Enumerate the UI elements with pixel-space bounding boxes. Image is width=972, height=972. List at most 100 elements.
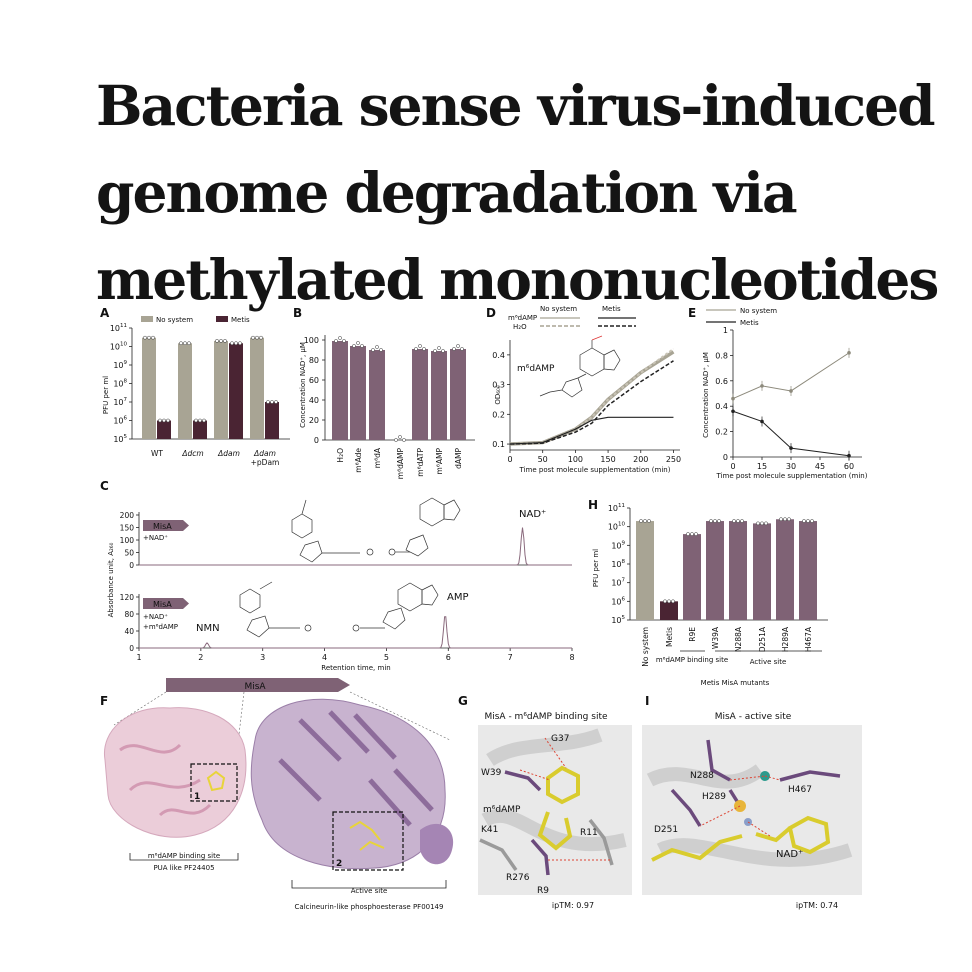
panel-h-bar-6 [776, 519, 794, 620]
bracket-active-site [291, 880, 447, 889]
panel-b-xlabel-2: m⁶dA [373, 447, 382, 468]
panel-b-y-tick-label-4: 20 [309, 416, 319, 425]
binding-residues-icon [479, 770, 614, 876]
panel-e-point-0-1 [760, 384, 764, 388]
panel-h-y-tick-label-4: 107 [611, 578, 625, 588]
panel-c-top-y-tick-label-4: 0 [129, 561, 134, 570]
panel-b-xlabel-6: dAMP [454, 448, 463, 469]
panel-h-xlabel-2: R9E [688, 627, 697, 642]
panel-d: D No system Metis m⁶dAMP H₂O OD₆₀₀ 0.40.… [486, 305, 681, 474]
panel-h-point-4-1 [736, 519, 740, 523]
panel-h-bar-3 [706, 521, 724, 620]
panel-a-point-1-3-0 [266, 400, 270, 404]
panel-f: F MisA 1 2 m⁶dAMP binding site PUA like … [100, 678, 454, 911]
panel-b-point-5-2 [441, 349, 445, 353]
panel-h-y-tick-label-1: 1010 [608, 522, 626, 532]
panel-c-x-tick-label-0: 1 [136, 653, 141, 662]
panel-g-label: G [458, 694, 468, 708]
panel-a-point-0-2-2 [223, 339, 227, 343]
misa-tag-top-label: MisA [153, 522, 172, 531]
panel-h-point-0-0 [639, 519, 643, 523]
panel-a-bar-no-system-1 [178, 343, 192, 439]
panel-a-y-tick-label-0: 1011 [110, 323, 127, 333]
panel-a-x-labels: WT Δdcm Δdam Δdam +pDam [151, 449, 279, 467]
panel-b-point-6-2 [460, 347, 464, 351]
panel-e-y-tick-label-0: 1 [723, 326, 728, 335]
panel-c-bottom-y-tick-label-3: 0 [129, 644, 134, 653]
panel-b-y-tick-label-1: 80 [309, 356, 319, 365]
amp-nmn-structure-icon [239, 581, 439, 638]
panel-d-label: D [486, 306, 496, 320]
misa-domain-bar [166, 678, 350, 692]
panel-h-point-6-1 [783, 517, 787, 522]
coordination-bonds [699, 775, 781, 837]
panel-b-point-4-0 [414, 347, 418, 351]
panel-e: E No system Metis Concentration NAD⁺, µM… [688, 306, 868, 480]
panel-a-xlabel-dam-2: Δdam [253, 449, 276, 458]
phosphoesterase-helix [420, 823, 454, 865]
panel-a-bars [142, 335, 279, 439]
panel-d-x-tick-label-4: 200 [633, 455, 648, 464]
panel-b-point-0-1 [338, 336, 342, 340]
panel-e-point-0-2 [789, 389, 793, 393]
panel-e-y-tick-label-4: 0.2 [715, 428, 728, 437]
site-box-binding [190, 763, 238, 802]
panel-a-y-tick-label-1: 1010 [110, 342, 128, 352]
panel-e-point-1-0 [731, 409, 735, 414]
panel-e-x-tick-label-0: 0 [730, 462, 735, 471]
panel-a-point-1-2-2 [238, 341, 242, 346]
panel-c-x-tick-label-2: 3 [260, 653, 265, 662]
panel-a-point-0-0-2 [151, 335, 155, 340]
panel-b-ylabel: Concentration NAD⁺, µM [299, 342, 307, 428]
panel-e-xlabel: Time post molecule supplementation (min) [716, 472, 868, 480]
misa-tag-bottom-label: MisA [153, 600, 172, 609]
panel-h-group-active: Active site [750, 658, 787, 666]
legend-swatch-metis [216, 316, 228, 322]
panel-c-bottom-y-tick-label-1: 80 [124, 610, 134, 619]
headline-line-3: methylated mononucleotides [96, 247, 939, 312]
panel-h-point-6-2 [787, 517, 791, 522]
panel-d-xlabel: Time post molecule supplementation (min) [519, 466, 671, 474]
panel-h-point-6-0 [779, 517, 783, 522]
panel-a-point-1-3-2 [274, 400, 278, 404]
panel-a-legend-metis: Metis [231, 316, 250, 324]
panel-b-point-0-0 [334, 339, 338, 343]
panel-g-iptm: ipTM: 0.97 [552, 901, 594, 910]
panel-a-point-1-2-1 [234, 341, 238, 346]
panel-a-point-0-3-0 [251, 335, 255, 340]
panel-h-y-tick-label-5: 106 [611, 596, 625, 606]
panel-h-point-4-2 [740, 519, 744, 523]
panel-b-point-5-0 [433, 349, 437, 353]
panel-a-point-0-1-1 [183, 341, 187, 346]
ligand-m6damp: m⁶dAMP [483, 805, 521, 815]
panel-h-xlabel-0: No system [641, 627, 650, 667]
binding-site-backbone [481, 728, 627, 852]
panel-d-x-tick-label-2: 100 [568, 455, 583, 464]
panel-a-bar-metis-3 [265, 402, 279, 439]
panel-c-label: C [100, 479, 109, 493]
panel-d-legend-col-no-system: No system [540, 305, 577, 313]
panel-a-point-1-2-0 [230, 341, 234, 346]
panel-b-bars [332, 336, 466, 442]
panel-b-point-4-1 [418, 344, 422, 348]
residue-h467: H467 [788, 785, 812, 795]
panel-e-y-tick-label-1: 0.8 [715, 351, 728, 360]
panel-d-x-tick-label-3: 150 [600, 455, 615, 464]
panel-a-point-0-2-0 [215, 339, 219, 343]
panel-a-point-0-0-0 [143, 335, 147, 340]
panel-a-point-0-1-2 [187, 341, 191, 346]
panel-a-point-1-1-1 [198, 418, 202, 423]
panel-e-y-ticks: 10.80.60.40.20 [715, 326, 733, 462]
panel-a-point-1-1-2 [202, 418, 206, 423]
panel-h-point-3-2 [717, 519, 721, 523]
panel-h-group-binding: m⁶dAMP binding site [656, 656, 728, 664]
panel-a-label: A [100, 306, 110, 320]
nad-structure-icon [291, 497, 461, 563]
site-box-active [332, 811, 404, 871]
panel-b-xlabel-0: H₂O [336, 448, 345, 463]
